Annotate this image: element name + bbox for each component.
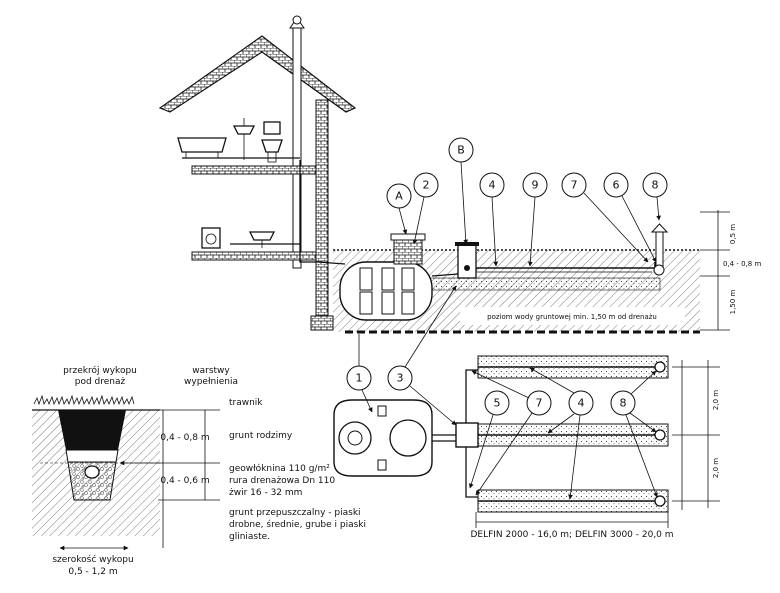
section-dimensions	[700, 210, 730, 331]
svg-text:8: 8	[620, 397, 627, 410]
floor-lower	[191, 251, 317, 261]
house	[158, 15, 357, 331]
drain-pipe-house	[182, 157, 346, 265]
trench-title-1: przekrój wykopu	[63, 365, 137, 376]
trench-width-label-1: szerokość wykopu	[52, 554, 133, 565]
floor-upper	[191, 165, 317, 175]
svg-text:B: B	[457, 144, 465, 157]
svg-text:8: 8	[652, 179, 659, 192]
callout-3: 3	[387, 285, 457, 426]
house-foundation	[310, 315, 334, 331]
svg-text:6: 6	[613, 179, 620, 192]
svg-text:5: 5	[494, 397, 501, 410]
outlet-pipe-plan	[432, 434, 456, 442]
plan-length-label: DELFIN 2000 - 16,0 m; DELFIN 3000 - 20,0…	[470, 530, 673, 540]
drain-lines-plan	[465, 355, 669, 513]
chimney	[289, 15, 305, 269]
layers-title-2: wypełnienia	[184, 377, 238, 387]
svg-text:9: 9	[532, 179, 539, 192]
house-wall	[315, 99, 329, 321]
bathtub-icon	[177, 137, 227, 158]
house-roof	[158, 35, 357, 113]
distribution-box-plan	[455, 422, 479, 448]
callout-4-top: 4	[479, 172, 505, 267]
callout-7-top: 7	[561, 172, 649, 263]
layers-title-1: warstwy	[192, 366, 230, 376]
septic-tank-plan	[333, 399, 433, 477]
callout-6: 6	[603, 172, 657, 263]
svg-text:A: A	[395, 190, 403, 203]
callout-2: 2	[412, 172, 439, 245]
vent-pipe	[650, 223, 669, 276]
callout-7-bottom: 7	[471, 370, 552, 496]
layer-soil-1: grunt przepuszczalny - piaski	[229, 508, 361, 518]
washbasin-icon	[232, 118, 256, 160]
callout-4-bottom: 4	[529, 367, 594, 500]
outlet-pipe	[431, 273, 459, 277]
trench-width-label-2: 0,5 - 1,2 m	[68, 567, 117, 577]
callout-1: 1	[346, 334, 373, 413]
callout-B: B	[448, 137, 474, 245]
svg-text:1: 1	[356, 372, 363, 385]
dim-top: 0,5 m	[729, 224, 737, 244]
sink-icon	[248, 231, 276, 248]
callout-9: 9	[522, 172, 548, 267]
svg-text:4: 4	[578, 397, 585, 410]
dim-middle: 0,4 - 0,8 m	[723, 260, 761, 268]
layer-pipe: rura drenażowa Dn 110	[229, 476, 335, 486]
callout-5: 5	[469, 390, 510, 489]
septic-tank-side	[339, 233, 433, 321]
callout-8-top: 8	[642, 172, 668, 221]
svg-text:3: 3	[397, 372, 404, 385]
callout-A: A	[386, 183, 412, 235]
svg-text:7: 7	[536, 397, 543, 410]
callout-8-bottom: 8	[610, 370, 658, 498]
dim-bottom: 1,50 m	[729, 290, 737, 315]
svg-text:2: 2	[423, 179, 430, 192]
layer-gravel: żwir 16 - 32 mm	[229, 488, 302, 498]
plan-dimensions	[475, 360, 720, 528]
distribution-box	[455, 242, 479, 279]
layer-lawn: trawnik	[229, 398, 263, 408]
trench-dim-top: 0,4 - 0,8 m	[160, 433, 209, 443]
trench-dimensions	[59, 409, 220, 551]
groundwater-note: poziom wody gruntowej min. 1,50 m od dre…	[487, 313, 657, 321]
layer-native: grunt rodzimy	[229, 431, 293, 441]
svg-text:4: 4	[489, 179, 496, 192]
washing-machine-icon	[201, 227, 221, 249]
trench-title-2: pod drenaż	[75, 377, 126, 387]
plan-spacing-top: 2,0 m	[712, 390, 720, 410]
layer-soil-2: drobne, średnie, grube i piaski	[229, 519, 366, 530]
toilet-icon	[261, 121, 283, 163]
trench-section	[32, 394, 160, 536]
trench-dim-bottom: 0,4 - 0,6 m	[160, 476, 209, 486]
layer-soil-3: gliniaste.	[229, 532, 270, 542]
plan-spacing-bottom: 2,0 m	[712, 458, 720, 478]
layer-geotextile: geowłóknina 110 g/m²	[229, 463, 330, 474]
svg-text:7: 7	[571, 179, 578, 192]
